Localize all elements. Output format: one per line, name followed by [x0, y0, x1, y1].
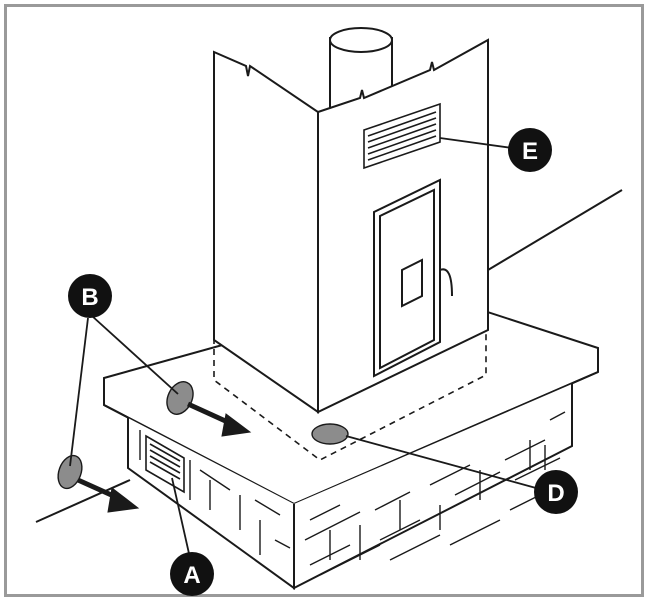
callout-d-label: D — [547, 480, 564, 507]
lower-vent-grille — [145, 434, 185, 494]
callout-e: E — [508, 128, 552, 172]
callout-b: B — [68, 274, 112, 318]
marker-d — [311, 423, 349, 445]
stove-footprint-dashed — [213, 330, 487, 461]
callout-b-label: B — [81, 284, 98, 311]
airflow-arrows — [76, 401, 252, 513]
callout-a: A — [170, 552, 214, 596]
marker-b-lower — [57, 454, 83, 490]
callout-a-label: A — [183, 562, 200, 589]
upper-vent-grille — [363, 102, 441, 170]
callout-e-label: E — [522, 138, 538, 165]
stove-door — [373, 178, 453, 378]
callout-d: D — [534, 470, 578, 514]
floor-lines — [35, 189, 623, 523]
leader-lines — [69, 137, 537, 559]
